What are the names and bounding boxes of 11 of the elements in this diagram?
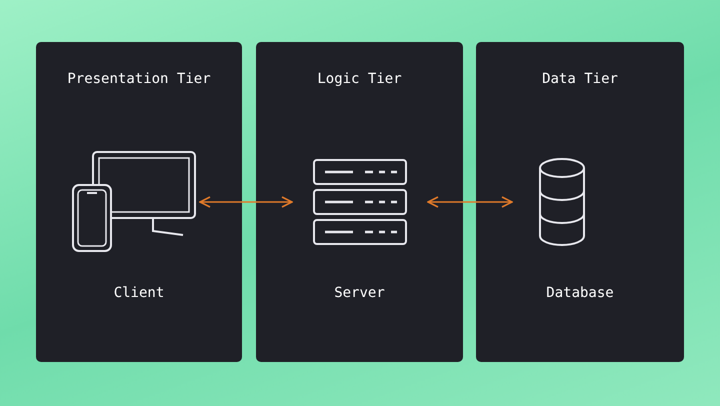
tier-panel [256, 42, 463, 362]
tier-panel [476, 42, 684, 362]
double-arrow [199, 196, 293, 208]
tier-panel [36, 42, 242, 362]
tier-heading: Data Tier [541, 70, 619, 88]
tier-heading: Logic Tier [316, 70, 403, 88]
component-label: Client [112, 284, 166, 302]
double-arrow [427, 196, 513, 208]
tier-heading: Presentation Tier [66, 70, 212, 88]
component-label: Database [545, 284, 615, 302]
component-label: Server [333, 284, 386, 302]
